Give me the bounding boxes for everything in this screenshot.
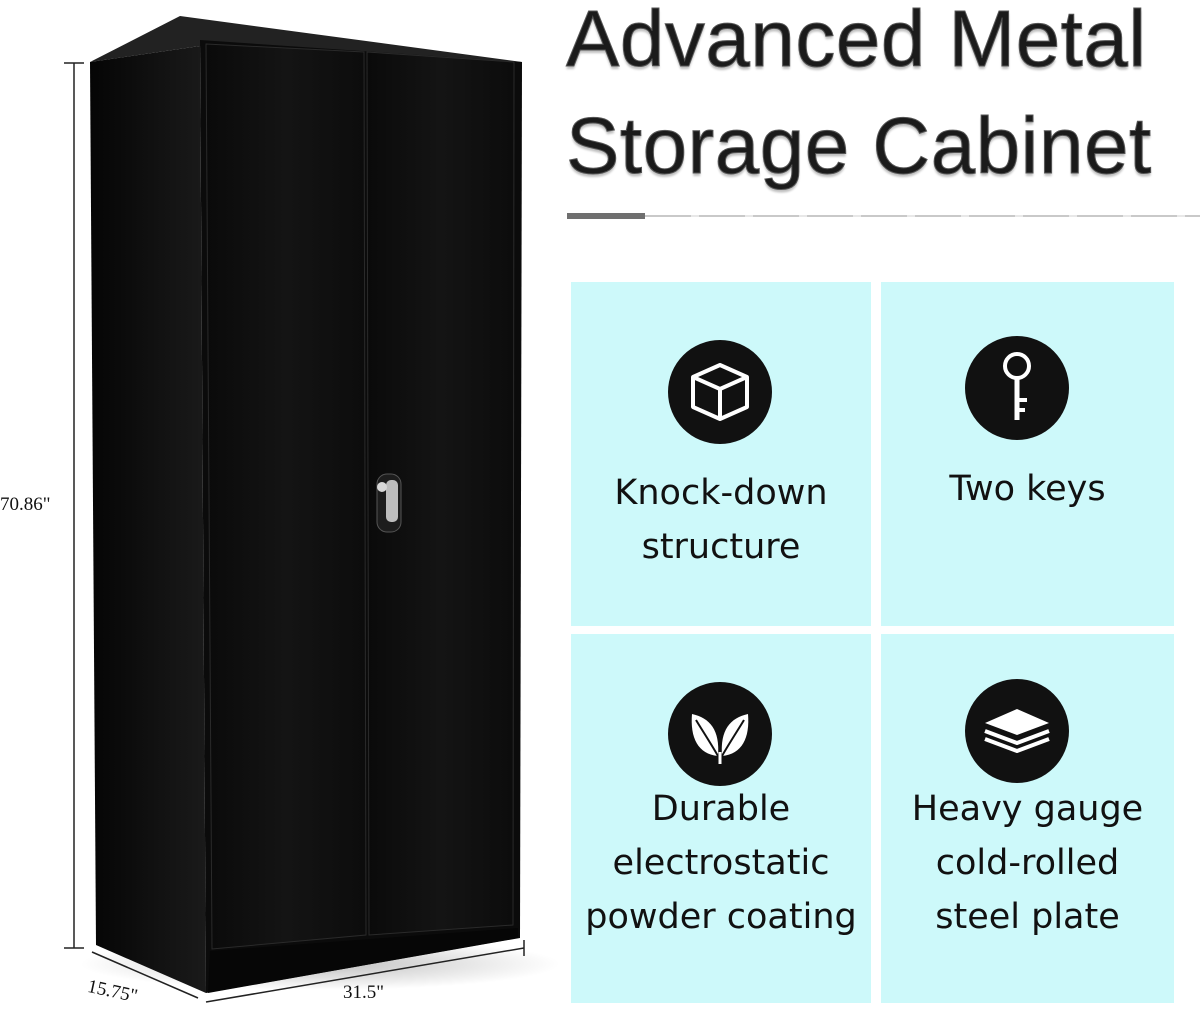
- width-dimension-line: [205, 947, 525, 1003]
- left-door: [205, 43, 367, 950]
- title-line-2: Storage Cabinet: [566, 101, 1152, 190]
- cube-icon: [668, 340, 772, 444]
- cabinet-base: [208, 928, 518, 993]
- feature-card-two-keys: Two keys: [881, 282, 1174, 626]
- feature-card-powder-coating: Durable electrostatic powder coating: [571, 634, 871, 1003]
- cabinet-illustration: 70.86" 15.75" 31.5": [0, 0, 560, 1012]
- right-door: [366, 51, 515, 936]
- leaves-icon: [668, 682, 772, 786]
- width-dimension-label: 31.5": [343, 982, 385, 1003]
- cabinet-side: [90, 46, 206, 993]
- cabinet-image: [64, 16, 560, 1003]
- feature-label: Two keys: [949, 469, 1106, 509]
- height-dimension-label: 70.86": [0, 494, 51, 515]
- depth-dimension-line: [91, 951, 199, 999]
- layers-icon: [965, 679, 1069, 783]
- feature-card-knock-down: Knock-down structure: [571, 282, 871, 626]
- feature-label: Heavy gauge cold-rolled steel plate: [911, 789, 1144, 937]
- feature-label: Durable electrostatic powder coating: [585, 789, 857, 937]
- key-icon: [965, 336, 1069, 440]
- lock-cylinder: [377, 482, 387, 492]
- title-line-1: Advanced Metal: [566, 0, 1147, 83]
- feature-card-steel-plate: Heavy gauge cold-rolled steel plate: [881, 634, 1174, 1003]
- title-divider: [567, 213, 1200, 219]
- feature-label: Knock-down structure: [614, 473, 828, 567]
- handle-grip: [386, 480, 398, 522]
